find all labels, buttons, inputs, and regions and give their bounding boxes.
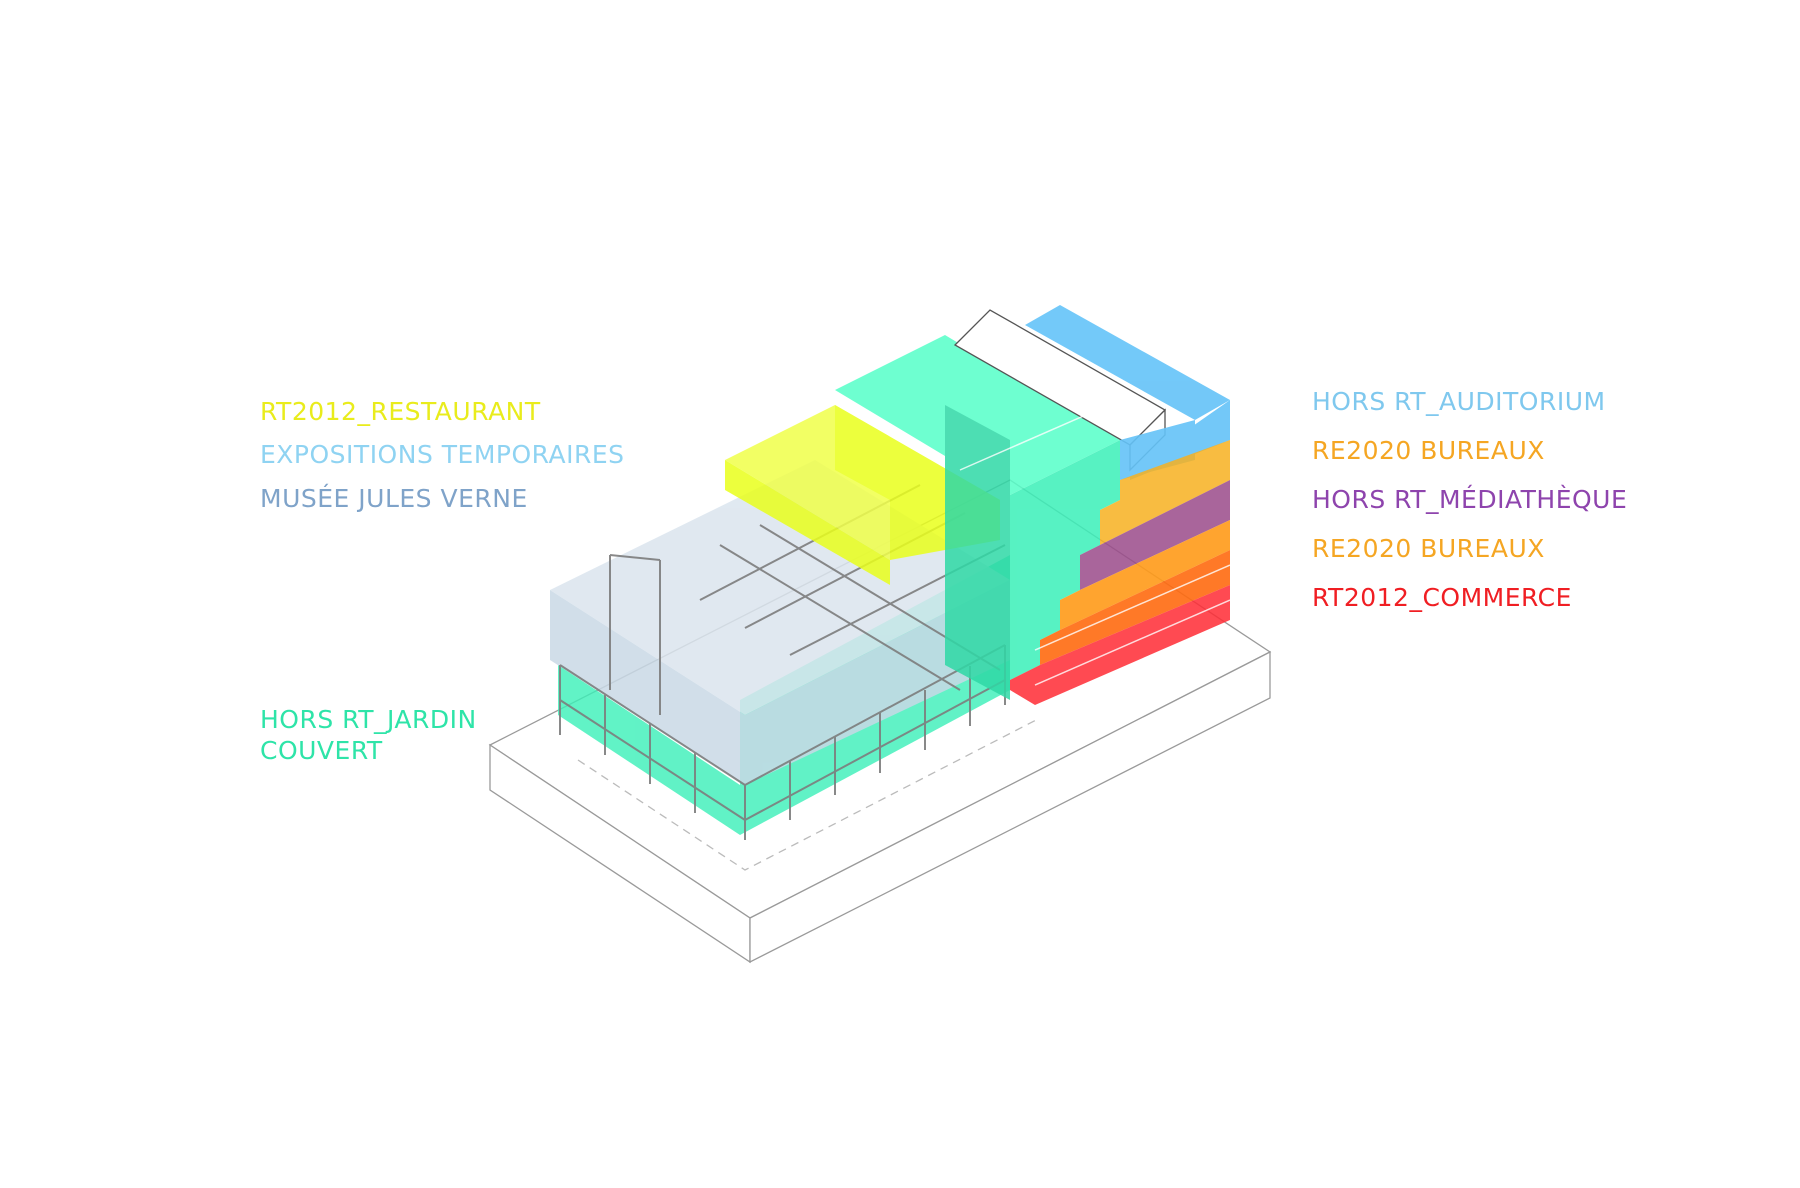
musee-right-face: [745, 580, 1010, 785]
green-tower-volume: [835, 335, 1120, 700]
green-face: [1010, 440, 1120, 680]
label-commerce: RT2012_COMMERCE: [1312, 583, 1572, 612]
grid-line: [609, 554, 661, 561]
label-restaurant: RT2012_RESTAURANT: [260, 397, 541, 426]
label-musee: MUSÉE JULES VERNE: [260, 484, 528, 513]
musee-left-face: [550, 590, 745, 785]
bureaux-lower-band: [1060, 520, 1230, 630]
green-left-face: [945, 405, 1010, 700]
bureaux-upper-band: [1100, 440, 1230, 545]
label-jardin-line2: COUVERT: [260, 736, 383, 765]
grid-line: [744, 679, 1006, 821]
divider: [1034, 599, 1231, 686]
label-auditorium: HORS RT_AUDITORIUM: [1312, 387, 1606, 416]
band-dividers: [959, 399, 1231, 686]
divider: [959, 399, 1121, 471]
label-bureaux-2: RE2020 BUREAUX: [1312, 534, 1545, 563]
grid-line: [559, 664, 746, 786]
mediatheque-band: [1080, 480, 1230, 590]
program-stack: [1010, 440, 1230, 705]
auditorium-volume: [1025, 305, 1230, 480]
grid-line: [559, 699, 746, 821]
label-expositions: EXPOSITIONS TEMPORAIRES: [260, 440, 625, 469]
label-mediatheque: HORS RT_MÉDIATHÈQUE: [1312, 485, 1628, 514]
auditorium-top: [1025, 305, 1230, 420]
restaurant-left-face: [725, 460, 890, 585]
label-bureaux-1: RE2020 BUREAUX: [1312, 436, 1545, 465]
divider: [1034, 564, 1231, 651]
orange-band: [1040, 550, 1230, 665]
green-top: [835, 335, 1120, 495]
label-jardin-line1: HORS RT_JARDIN: [260, 705, 477, 734]
plinth-footprint-dashed: [577, 717, 1041, 871]
commerce-band: [1010, 585, 1230, 705]
plinth-right-face: [749, 650, 1271, 964]
